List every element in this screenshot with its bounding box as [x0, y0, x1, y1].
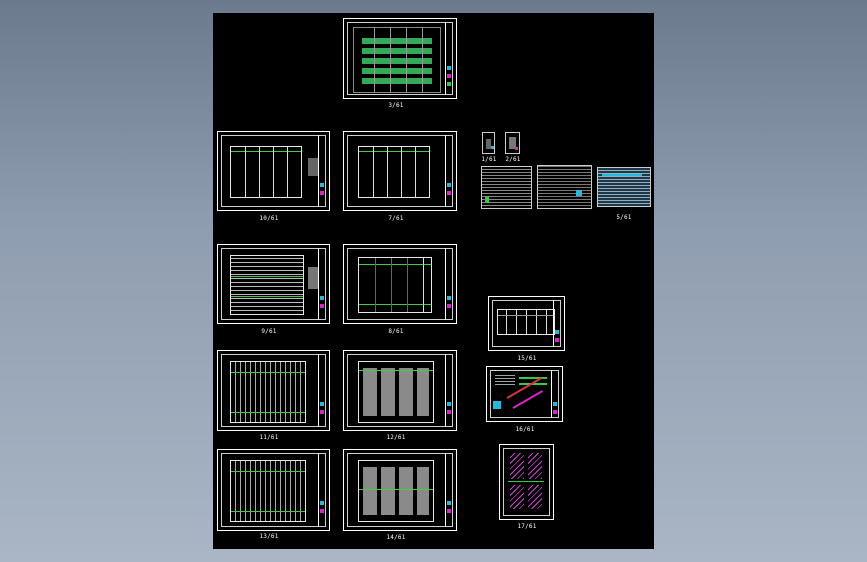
title-block [318, 135, 326, 207]
sheet-label: 11/61 [259, 434, 279, 441]
floor-plan [230, 460, 306, 522]
floor-plan [358, 460, 434, 522]
title-block [318, 248, 326, 320]
floor-plan [358, 146, 430, 198]
title-block [445, 354, 453, 427]
sheet-border [347, 453, 453, 527]
floor-plan [230, 255, 304, 315]
floor-plan [230, 146, 302, 198]
sheet-label: 8/61 [388, 328, 404, 335]
drawing-sheet-17[interactable] [499, 444, 554, 520]
drawing-sheet-15[interactable] [488, 296, 565, 351]
drawing-sheet-16[interactable] [486, 366, 563, 422]
sheet-label: 12/61 [386, 434, 406, 441]
sheet-border [347, 354, 453, 427]
drawing-sheet-3[interactable] [343, 18, 457, 99]
title-block [445, 248, 453, 320]
sheet-label: 14/61 [386, 534, 406, 541]
drawing-sheet-7[interactable] [343, 131, 457, 211]
sheet-label: 1/61 [481, 156, 497, 163]
drawing-sheet-1[interactable] [482, 132, 495, 154]
title-block [551, 370, 559, 418]
title-block [318, 354, 326, 427]
sheet-label: 3/61 [388, 102, 404, 109]
floor-plan [353, 27, 441, 93]
sheet-border [221, 135, 326, 207]
sheet-border [221, 248, 326, 320]
sheet-border [221, 354, 326, 427]
drawing-sheet-text-a[interactable] [481, 166, 532, 209]
floor-plan [358, 361, 434, 423]
title-block [553, 300, 561, 347]
drawing-sheet-13[interactable] [217, 449, 330, 531]
drawing-sheet-10[interactable] [217, 131, 330, 211]
drawing-sheet-11[interactable] [217, 350, 330, 431]
sheet-border [347, 135, 453, 207]
sheet-label: 17/61 [517, 523, 537, 530]
sheet-label: 13/61 [259, 533, 279, 540]
drawing-canvas[interactable]: 3/61 10/61 7/61 [213, 13, 654, 549]
drawing-sheet-2[interactable] [505, 132, 520, 154]
drawing-sheet-8[interactable] [343, 244, 457, 324]
sheet-border [490, 370, 559, 418]
elevation [497, 309, 555, 335]
sheet-border [221, 453, 326, 527]
title-block [445, 135, 453, 207]
drawing-sheet-9[interactable] [217, 244, 330, 324]
title-block [445, 22, 453, 95]
drawing-sheet-5[interactable] [597, 167, 651, 207]
drawing-sheet-12[interactable] [343, 350, 457, 431]
sheet-label: 15/61 [517, 355, 537, 362]
sheet-label: 7/61 [388, 215, 404, 222]
sheet-label: 2/61 [505, 156, 521, 163]
floor-plan [358, 257, 432, 313]
sheet-label: 10/61 [259, 215, 279, 222]
sheet-border [347, 248, 453, 320]
sheet-label: 9/61 [261, 328, 277, 335]
sheet-border [503, 448, 550, 516]
floor-plan [230, 361, 306, 423]
drawing-sheet-text-b[interactable] [537, 165, 592, 209]
title-block [445, 453, 453, 527]
drawing-sheet-14[interactable] [343, 449, 457, 531]
title-block [318, 453, 326, 527]
sheet-border [347, 22, 453, 95]
sheet-label: 16/61 [515, 426, 535, 433]
sheet-border [492, 300, 561, 347]
sheet-label: 5/61 [616, 214, 632, 221]
